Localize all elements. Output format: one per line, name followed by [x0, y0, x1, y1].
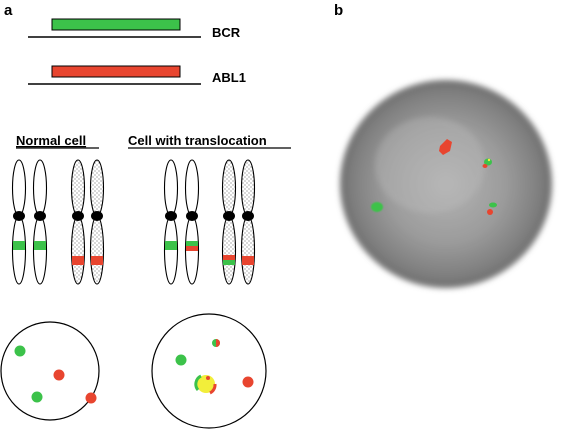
bcr-probe-bar: [51, 18, 181, 31]
panel-a-label: a: [4, 2, 13, 19]
chromosome-6-band-2: [186, 246, 198, 251]
micrograph-fusion-signal-2: [487, 202, 497, 215]
chromosome-3-upper-arm: [70, 159, 86, 217]
chromosome-7-band-1: [223, 255, 235, 260]
chromosome-5-band-1: [165, 241, 177, 250]
chromosome-8-centromere: [242, 211, 254, 221]
translocation-green-signal: [175, 354, 187, 366]
micrograph-fusion-signal-1: [482, 158, 492, 168]
normal-red-signal-2: [85, 392, 97, 404]
chromosome-4-band-1: [91, 256, 103, 265]
normal-red-signal-1: [53, 369, 65, 381]
chromosome-3-lower-arm: [70, 215, 86, 285]
normal-cell-heading: Normal cell: [16, 133, 86, 148]
small-fusion-signal: [212, 339, 220, 347]
chromosome-4-upper-arm: [89, 159, 105, 217]
translocation-nucleus-schematic: [151, 313, 267, 429]
probe-schematic: BCR ABL1: [28, 18, 246, 85]
chromosome-7-upper-arm: [221, 159, 237, 217]
chromosome-4-centromere: [91, 211, 103, 221]
panel-b-label: b: [334, 2, 343, 19]
chromosome-3-centromere: [72, 211, 84, 221]
chromosome-7-centromere: [223, 211, 235, 221]
bcr-gene-label: BCR: [212, 25, 241, 40]
normal-nucleus-outline: [0, 321, 100, 421]
chromosome-8-band-1: [242, 256, 254, 265]
chromosome-ideograms: [11, 159, 256, 285]
chromosome-5-upper-arm: [163, 159, 179, 217]
chromosome-8-lower-arm: [240, 215, 256, 285]
micrograph-green-signal: [371, 202, 383, 212]
chromosome-6-band-1: [186, 241, 198, 246]
normal-nucleus-schematic: [0, 321, 100, 421]
chromosome-2-band-1: [34, 241, 46, 250]
chromosome-6-centromere: [186, 211, 198, 221]
chromosome-6-upper-arm: [184, 159, 200, 217]
translocation-nucleus-outline: [151, 313, 267, 429]
chromosome-2-centromere: [34, 211, 46, 221]
chromosome-1-upper-arm: [11, 159, 27, 217]
fish-micrograph-nucleus: [340, 80, 552, 288]
normal-green-signal-2: [31, 391, 43, 403]
chromosome-8-upper-arm: [240, 159, 256, 217]
abl1-gene-label: ABL1: [212, 70, 246, 85]
chromosome-3-band-1: [72, 256, 84, 265]
micrograph-red-signal-1: [439, 139, 452, 155]
chromosome-4-lower-arm: [89, 215, 105, 285]
chromosome-2-upper-arm: [32, 159, 48, 217]
nucleus-highlight: [375, 117, 485, 213]
normal-green-signal-1: [14, 345, 26, 357]
chromosome-7-band-2: [223, 260, 235, 265]
chromosome-1-band-1: [13, 241, 25, 250]
translocation-heading: Cell with translocation: [128, 133, 267, 148]
translocation-red-signal: [242, 376, 254, 388]
chromosome-1-centromere: [13, 211, 25, 221]
fusion-signal-yellow: [194, 374, 217, 395]
chromosome-7-lower-arm: [221, 215, 237, 285]
chromosome-5-centromere: [165, 211, 177, 221]
abl1-probe-bar: [51, 65, 181, 78]
